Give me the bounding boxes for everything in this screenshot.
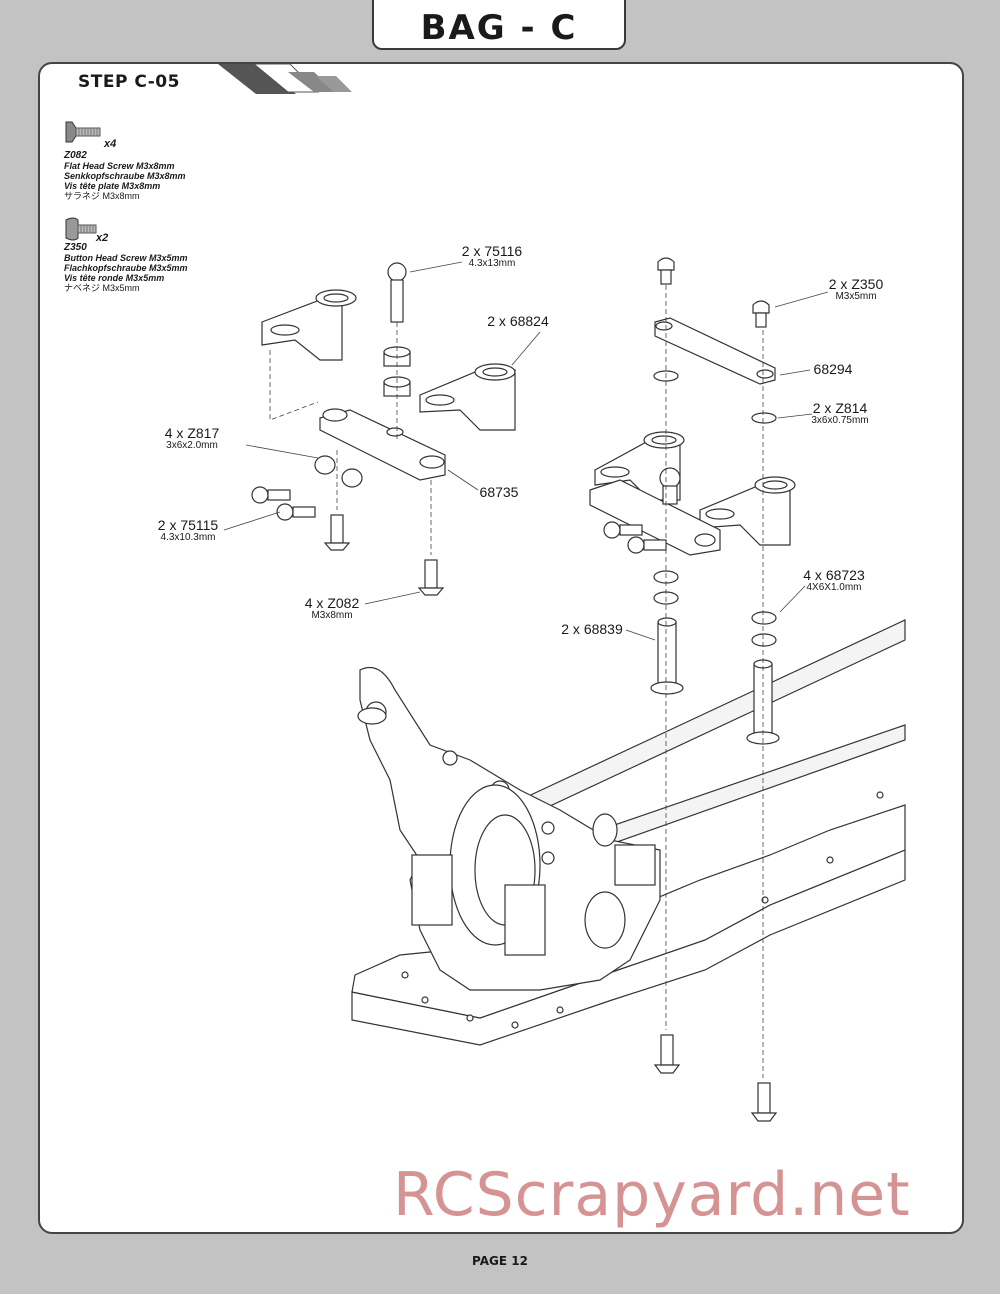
- button-head-screw-icon: [65, 217, 97, 241]
- callout-z814: 2 x Z814 3x6x0.75mm: [800, 401, 880, 426]
- bag-title: BAG - C: [420, 8, 578, 48]
- callout-68839: 2 x 68839: [552, 622, 632, 636]
- legend-line-jp: サラネジ M3x8mm: [64, 191, 140, 201]
- callout-label: 2 x Z814: [812, 400, 868, 416]
- step-title: STEP C-05: [78, 72, 180, 92]
- callout-68824: 2 x 68824: [478, 314, 558, 328]
- callout-label: 2 x 68839: [561, 621, 623, 637]
- legend-item-z350: Z350 Button Head Screw M3x5mm Flachkopfs…: [64, 242, 188, 294]
- flat-head-screw-icon: [65, 121, 101, 143]
- callout-label: 2 x Z350: [828, 276, 884, 292]
- legend-line: Button Head Screw M3x5mm: [64, 253, 188, 263]
- callout-z082: 4 x Z082 M3x8mm: [292, 596, 372, 621]
- callout-label: 4 x Z082: [304, 595, 360, 611]
- callout-label: 4 x 68723: [803, 567, 865, 583]
- callout-label: 2 x 75116: [461, 243, 523, 259]
- callout-label: 68735: [479, 484, 519, 500]
- callout-sub: 3x6x2.0mm: [166, 440, 218, 451]
- callout-z817: 4 x Z817 3x6x2.0mm: [152, 426, 232, 451]
- legend-line: Vis tête ronde M3x5mm: [64, 273, 165, 283]
- callout-68294: 68294: [808, 362, 858, 376]
- callout-68723: 4 x 68723 4X6X1.0mm: [792, 568, 876, 593]
- bag-tab: BAG - C: [372, 0, 626, 50]
- callout-sub: 4.3x13mm: [468, 258, 516, 269]
- legend-line: Flat Head Screw M3x8mm: [64, 161, 175, 171]
- callout-sub: 4X6X1.0mm: [806, 582, 862, 593]
- callout-sub: 4.3x10.3mm: [160, 532, 216, 543]
- legend-line-jp: ナベネジ M3x5mm: [64, 283, 140, 293]
- watermark: RCScrapyard.net: [393, 1160, 911, 1230]
- legend-line: Vis tête plate M3x8mm: [64, 181, 161, 191]
- step-header-stripes: [218, 64, 352, 94]
- legend-qty: x4: [104, 138, 117, 150]
- callout-label: 68294: [813, 361, 853, 377]
- step-panel: STEP C-05: [38, 62, 964, 1234]
- callout-sub: M3x8mm: [311, 610, 353, 621]
- callout-label: 2 x 68824: [487, 313, 549, 329]
- callout-75115: 2 x 75115 4.3x10.3mm: [146, 518, 230, 543]
- legend-code: Z350: [64, 242, 87, 253]
- legend-qty: x2: [96, 232, 109, 244]
- callout-75116: 2 x 75116 4.3x13mm: [452, 244, 532, 269]
- callout-label: 4 x Z817: [164, 425, 220, 441]
- callout-68735: 68735: [474, 485, 524, 499]
- callout-sub: 3x6x0.75mm: [811, 415, 869, 426]
- legend-line: Senkkopfschraube M3x8mm: [64, 171, 186, 181]
- callout-label: 2 x 75115: [157, 517, 219, 533]
- legend-code: Z082: [64, 150, 87, 161]
- page-number: PAGE 12: [472, 1254, 528, 1268]
- legend-line: Flachkopfschraube M3x5mm: [64, 263, 188, 273]
- callout-sub: M3x5mm: [835, 291, 877, 302]
- callout-z350: 2 x Z350 M3x5mm: [816, 277, 896, 302]
- legend-item-z082: Z082 Flat Head Screw M3x8mm Senkkopfschr…: [64, 150, 186, 202]
